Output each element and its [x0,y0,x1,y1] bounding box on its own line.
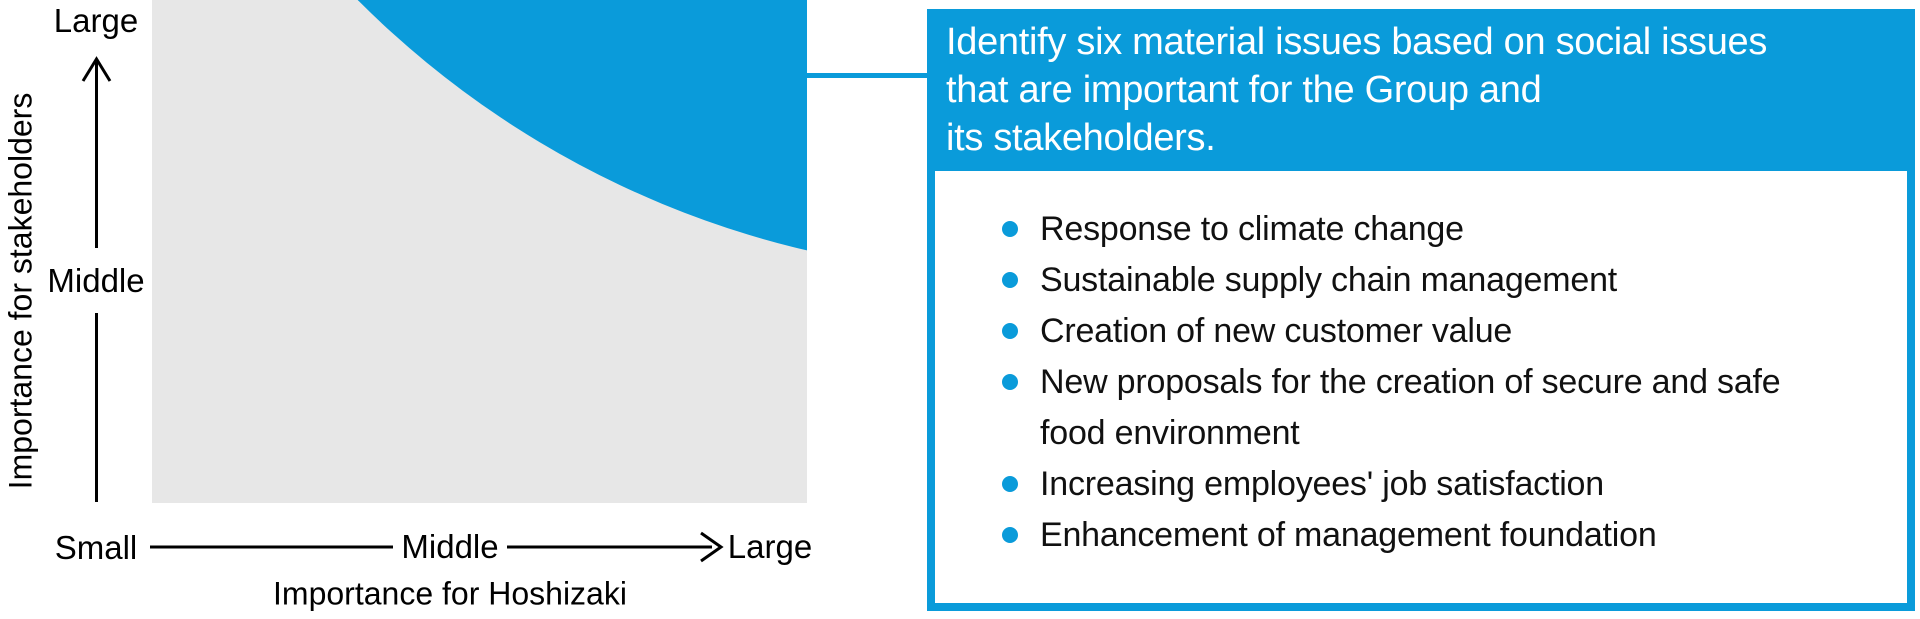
y-axis-title: Importance for stakeholders [2,92,39,490]
material-issue-item: Creation of new customer value [1000,306,1820,357]
connector-line [807,73,927,78]
y-tick-middle: Middle [47,262,145,299]
y-axis-arrowhead-icon [81,56,112,82]
y-tick-large: Large [53,2,139,39]
material-issue-item: Sustainable supply chain management [1000,255,1820,306]
material-issue-item: Increasing employees' job satisfaction [1000,459,1820,510]
material-issue-item: New proposals for the creation of secure… [1000,357,1820,459]
x-axis-arrowhead-icon [700,531,724,563]
x-tick-middle: Middle [401,528,499,565]
x-tick-small: Small [54,529,138,566]
matrix-plot-area [152,0,807,503]
material-issue-item: Response to climate change [1000,204,1820,255]
x-axis-title: Importance for Hoshizaki [273,575,627,612]
callout-header: Identify six material issues based on so… [927,9,1915,171]
material-issue-item: Enhancement of management foundation [1000,510,1820,561]
callout-body-box [927,171,1915,611]
x-tick-large: Large [727,528,813,565]
